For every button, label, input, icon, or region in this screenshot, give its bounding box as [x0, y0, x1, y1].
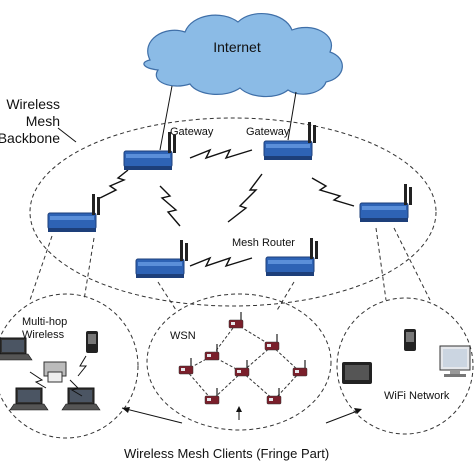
desktop-monitor-icon — [439, 345, 471, 377]
cloud-link-left — [159, 85, 173, 151]
mesh-router-left-edge — [47, 193, 101, 233]
mesh-router-right-edge — [359, 183, 413, 223]
multihop-link-a — [29, 371, 47, 389]
wireless-link-left — [99, 169, 129, 199]
backbone-label: Wireless Mesh Backbone — [0, 96, 60, 147]
link-backbone-wsn1 — [157, 281, 177, 311]
link-backbone-wifi2 — [393, 227, 431, 301]
wsn-client-ellipse — [146, 293, 332, 431]
wireless-link-center1 — [159, 185, 181, 227]
multihop-label: Multi-hop Wireless — [22, 316, 68, 341]
wsn-link — [241, 345, 273, 373]
laptop-icon — [9, 387, 49, 411]
backbone-label-line-1: Wireless — [6, 96, 60, 112]
sensor-node — [266, 387, 282, 405]
link-backbone-left — [29, 235, 53, 301]
wifi-client-circle — [336, 297, 474, 435]
wsn-link — [271, 345, 301, 373]
backbone-leader — [57, 127, 77, 143]
arrow-right — [325, 409, 361, 424]
link-backbone-wsn2 — [275, 281, 295, 313]
printer-icon — [43, 361, 67, 383]
laptop-icon — [61, 387, 101, 411]
sensor-node — [204, 343, 220, 361]
internet-label: Internet — [213, 39, 261, 55]
wireless-link-center2 — [227, 173, 263, 223]
multihop-link-c — [77, 355, 88, 377]
wsn-link — [185, 369, 213, 401]
backbone-ellipse — [29, 117, 437, 307]
mesh-router-bottom-left — [135, 239, 189, 279]
arrow-left — [121, 407, 183, 424]
sensor-node — [264, 333, 280, 351]
sensor-node — [204, 387, 220, 405]
wireless-link-bottom — [189, 256, 253, 268]
gateway-router-left — [123, 131, 177, 171]
backbone-label-line-3: Backbone — [0, 130, 60, 146]
sensor-node — [234, 359, 250, 377]
mesh-router-label: Mesh Router — [232, 237, 295, 249]
internet-cloud — [143, 13, 343, 98]
wsn-label: WSN — [170, 330, 196, 342]
backbone-label-line-2: Mesh — [25, 113, 60, 129]
link-backbone-left2 — [83, 237, 95, 301]
link-backbone-wifi1 — [375, 227, 387, 301]
wsn-link — [211, 371, 243, 401]
sensor-node — [292, 359, 308, 377]
left-client-circle — [0, 293, 139, 439]
arrowhead-center — [236, 406, 242, 412]
arrowhead-left — [122, 407, 130, 413]
clients-label: Wireless Mesh Clients (Fringe Part) — [124, 446, 330, 461]
wireless-link-right — [311, 177, 355, 207]
wsn-link — [211, 323, 237, 357]
smartphone-icon — [86, 331, 98, 353]
wsn-link — [241, 371, 275, 401]
wireless-link-gateways — [189, 148, 253, 160]
multihop-link-b — [69, 379, 83, 397]
gateway-label-right: Gateway — [246, 126, 290, 138]
sensor-node — [178, 357, 194, 375]
arrowhead-right — [354, 408, 362, 414]
wsn-link — [273, 371, 301, 401]
smartphone-icon — [404, 329, 416, 351]
cloud-link-right — [287, 91, 297, 141]
gateway-label-left: Gateway — [170, 126, 214, 138]
tablet-icon — [342, 362, 372, 384]
wifi-label: WiFi Network — [384, 390, 450, 402]
sensor-node — [228, 311, 244, 329]
